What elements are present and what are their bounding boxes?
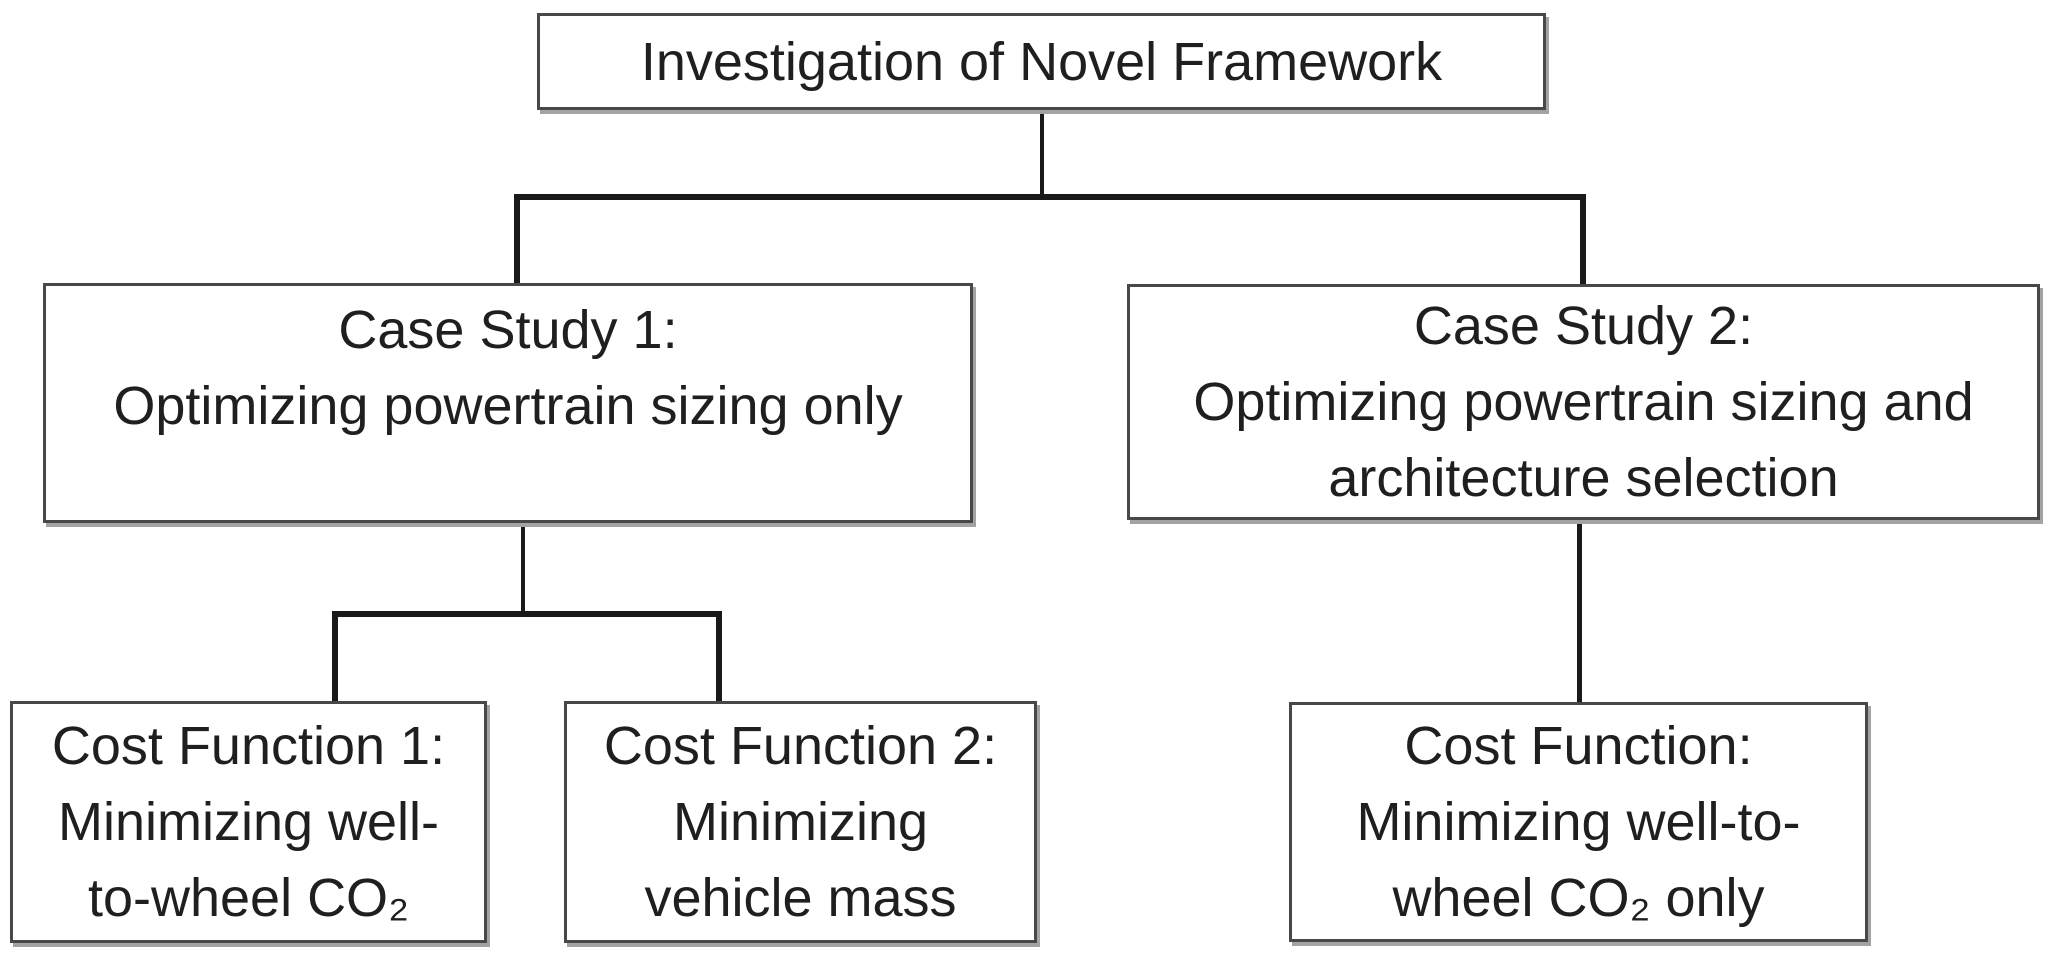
edge-bottom-horizontal-bar — [332, 611, 722, 617]
node-label-line: Optimizing powertrain sizing and — [1193, 372, 1974, 432]
node-label-line: wheel CO₂ only — [1392, 868, 1765, 928]
node-investigation-of-novel-framework: Investigation of Novel Framework — [537, 13, 1546, 110]
node-label-line: Case Study 2: — [1413, 296, 1754, 356]
node-cost-function-1: Cost Function 1: Minimizing well- to-whe… — [10, 701, 487, 943]
node-label-line: Investigation of Novel Framework — [640, 31, 1443, 92]
node-cost-function-single: Cost Function: Minimizing well-to- wheel… — [1289, 702, 1868, 942]
node-label-line: Cost Function 2: — [603, 716, 998, 776]
edge-case-study-1-stem — [521, 520, 525, 615]
edge-case-study-2-to-cost-function — [1577, 517, 1582, 705]
edge-drop-to-case-study-1 — [514, 194, 520, 286]
node-label-line: Minimizing well-to- — [1356, 792, 1801, 852]
node-label-line: vehicle mass — [644, 868, 957, 928]
node-label-line: architecture selection — [1328, 448, 1839, 508]
node-case-study-2: Case Study 2: Optimizing powertrain sizi… — [1127, 284, 2040, 520]
edge-drop-to-cost-function-2 — [716, 611, 722, 704]
node-label-line: Cost Function: — [1404, 716, 1753, 776]
edge-root-stem — [1040, 109, 1044, 198]
node-label-line: to-wheel CO₂ — [87, 868, 410, 928]
node-label-line: Minimizing well- — [57, 792, 440, 852]
node-label-line: Optimizing powertrain sizing only — [113, 376, 903, 436]
node-label-line: Case Study 1: — [338, 300, 678, 360]
edge-drop-to-case-study-2 — [1580, 194, 1586, 287]
edge-drop-to-cost-function-1 — [332, 611, 338, 704]
node-label-line: Cost Function 1: — [51, 716, 446, 776]
node-label-line: Minimizing — [672, 792, 929, 852]
edge-top-horizontal-bar — [516, 194, 1586, 200]
node-cost-function-2: Cost Function 2: Minimizing vehicle mass — [564, 701, 1037, 943]
node-case-study-1: Case Study 1: Optimizing powertrain sizi… — [43, 283, 973, 523]
